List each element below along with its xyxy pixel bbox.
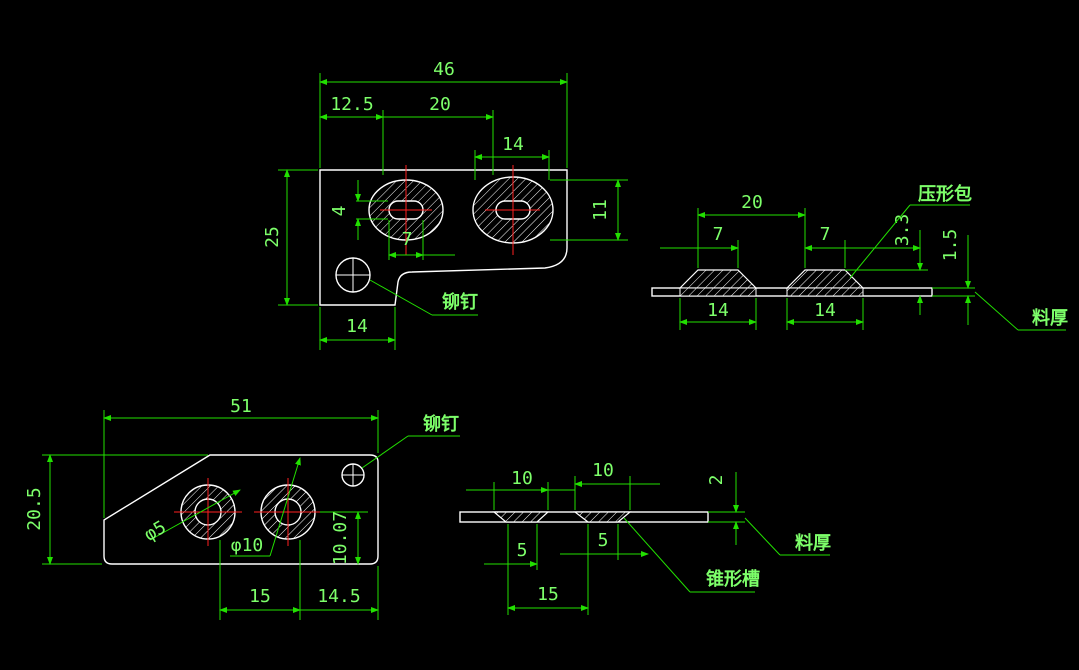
dim-text: 5 [598, 530, 609, 551]
dim-text: 12.5 [330, 94, 373, 115]
rivet-label: 铆钉 [442, 291, 478, 313]
dim-text: 10 [511, 468, 533, 489]
dim-text: 25 [262, 226, 283, 248]
dim-14-left-sec: 14 [679, 298, 757, 330]
top-left-view: 46 12.5 20 14 25 11 [262, 59, 628, 350]
groove-section-right [573, 511, 632, 523]
dim-20.5: 20.5 [24, 454, 208, 565]
dim-text: 11 [590, 199, 611, 221]
groove-section-left [492, 511, 550, 523]
dim-20-top: 20 [697, 192, 806, 268]
thickness-label: 料厚 [795, 532, 831, 554]
dim-46: 46 [319, 59, 568, 168]
rivet-label: 铆钉 [423, 413, 459, 435]
dim-10-right: 10 [574, 460, 660, 510]
dim-phi10: φ10 [230, 457, 301, 557]
dim-14-slot: 14 [474, 134, 550, 180]
dim-text: 20 [741, 192, 763, 213]
part-outline-top-left [319, 169, 568, 306]
rivet-leader: 铆钉 [369, 279, 478, 316]
dim-11: 11 [550, 179, 628, 241]
groove-leader: 锥形槽 [623, 517, 760, 593]
dim-25: 25 [262, 169, 318, 306]
dim-4: 4 [329, 180, 388, 240]
dim-text: 15 [249, 586, 271, 607]
dim-text: 7 [820, 224, 831, 245]
dim-text: 20.5 [24, 487, 45, 530]
emboss-section-right [785, 269, 865, 289]
dim-15-sec: 15 [507, 524, 589, 615]
dim-14-right-sec: 14 [786, 298, 864, 330]
dim-15-14.5: 15 14.5 [219, 540, 379, 620]
dim-7-slot: 7 [388, 220, 455, 260]
emboss-section-right-base [786, 287, 864, 297]
dim-12.5-20: 12.5 20 [319, 94, 494, 175]
dim-text: 1.5 [940, 229, 961, 262]
dim-text: 51 [230, 396, 252, 417]
emboss-label: 压形包 [918, 183, 972, 205]
part-outline-bottom-left [103, 454, 379, 565]
dim-text: 5 [517, 540, 528, 561]
thickness-label: 料厚 [1032, 307, 1068, 329]
dim-text: 3.3 [892, 214, 913, 247]
dim-text: 46 [433, 59, 455, 80]
dim-2: 2 [706, 472, 745, 545]
dim-5-left: 5 [484, 524, 538, 570]
dim-text: 14 [502, 134, 524, 155]
bottom-left-view: 51 20.5 φ5 φ10 10.07 15 [24, 396, 460, 620]
dim-1.5: 1.5 [932, 229, 975, 325]
dim-10.07: 10.07 [320, 511, 368, 565]
dim-10-left: 10 [466, 468, 575, 510]
dim-text: 7 [402, 229, 413, 250]
dim-text: φ5 [141, 517, 170, 546]
emboss-section-left [678, 269, 758, 289]
groove-label: 锥形槽 [706, 568, 760, 590]
dim-text: 7 [713, 224, 724, 245]
dim-3.3: 3.3 [845, 214, 928, 315]
dim-text: 10 [592, 460, 614, 481]
rivet-leader-bottom: 铆钉 [361, 413, 460, 469]
dim-text: 14 [814, 300, 836, 321]
dim-text: 2 [706, 475, 727, 486]
thickness-leader-bottom: 料厚 [744, 517, 831, 556]
dim-text: 4 [329, 206, 350, 217]
dim-text: 15 [537, 584, 559, 605]
dim-7-left: 7 [660, 224, 739, 268]
dim-text: 20 [429, 94, 451, 115]
dim-51: 51 [103, 396, 379, 518]
emboss-section-left-base [679, 287, 757, 297]
dim-text: 14.5 [317, 586, 360, 607]
dim-14-bottom: 14 [319, 307, 396, 350]
thickness-leader-top: 料厚 [974, 291, 1068, 331]
dim-text: φ10 [231, 535, 264, 556]
dim-text: 14 [346, 316, 368, 337]
dim-text: 10.07 [330, 511, 351, 565]
dim-text: 14 [707, 300, 729, 321]
bottom-right-view: 10 10 2 5 5 15 [459, 460, 831, 615]
emboss-leader: 压形包 [849, 183, 972, 279]
top-right-view: 20 7 7 14 14 3.3 [651, 183, 1068, 331]
dim-7-right: 7 [804, 224, 921, 268]
